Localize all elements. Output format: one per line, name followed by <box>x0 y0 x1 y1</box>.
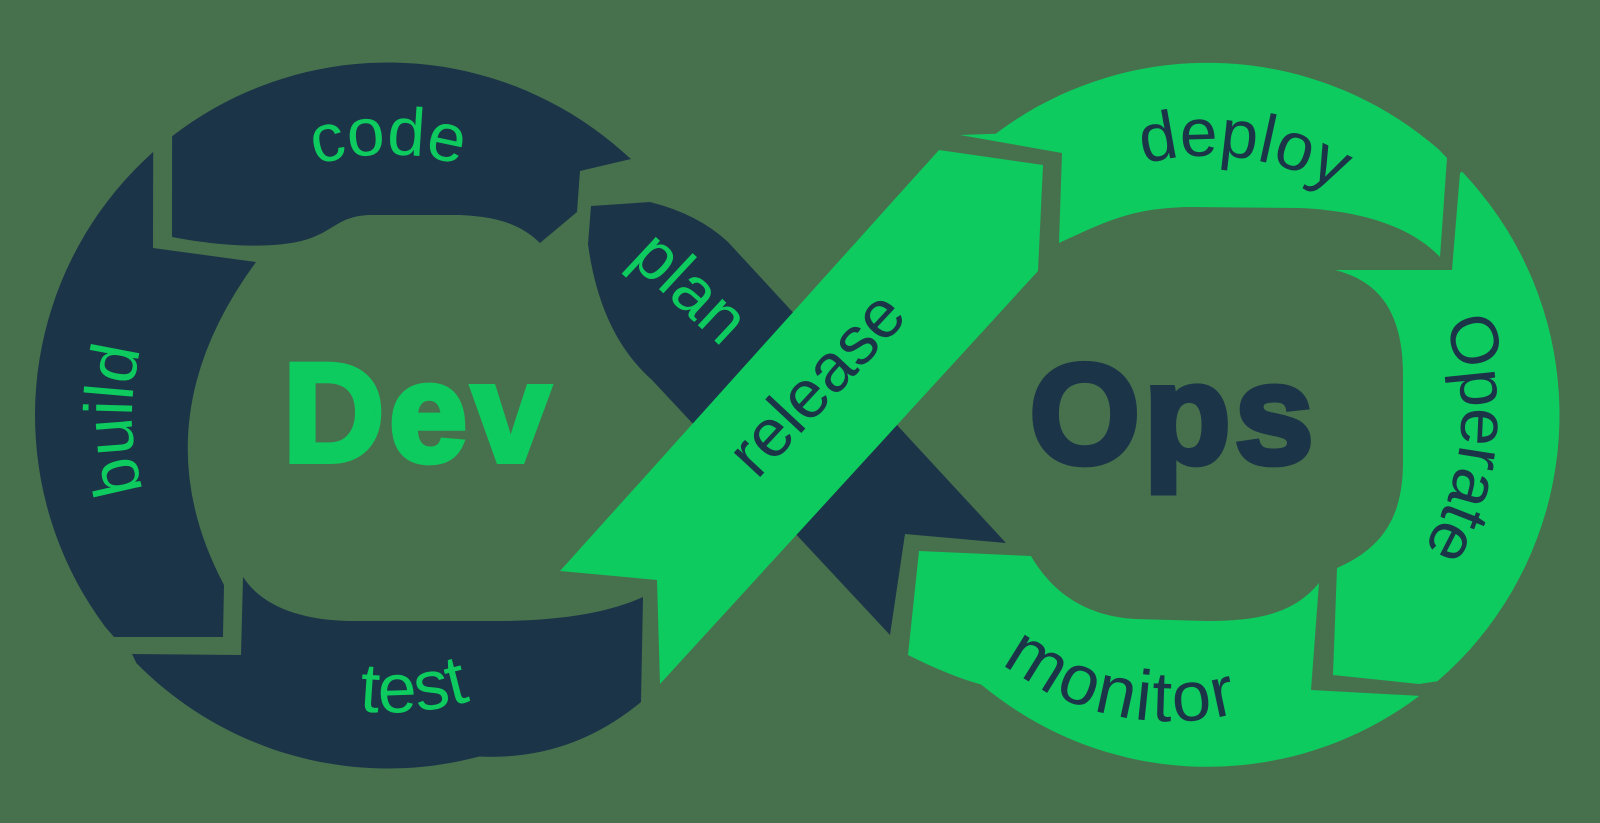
svg-text:build: build <box>70 337 157 504</box>
svg-text:Dev: Dev <box>283 334 555 491</box>
svg-text:test: test <box>358 640 474 728</box>
svg-text:Ops: Ops <box>1030 335 1318 494</box>
